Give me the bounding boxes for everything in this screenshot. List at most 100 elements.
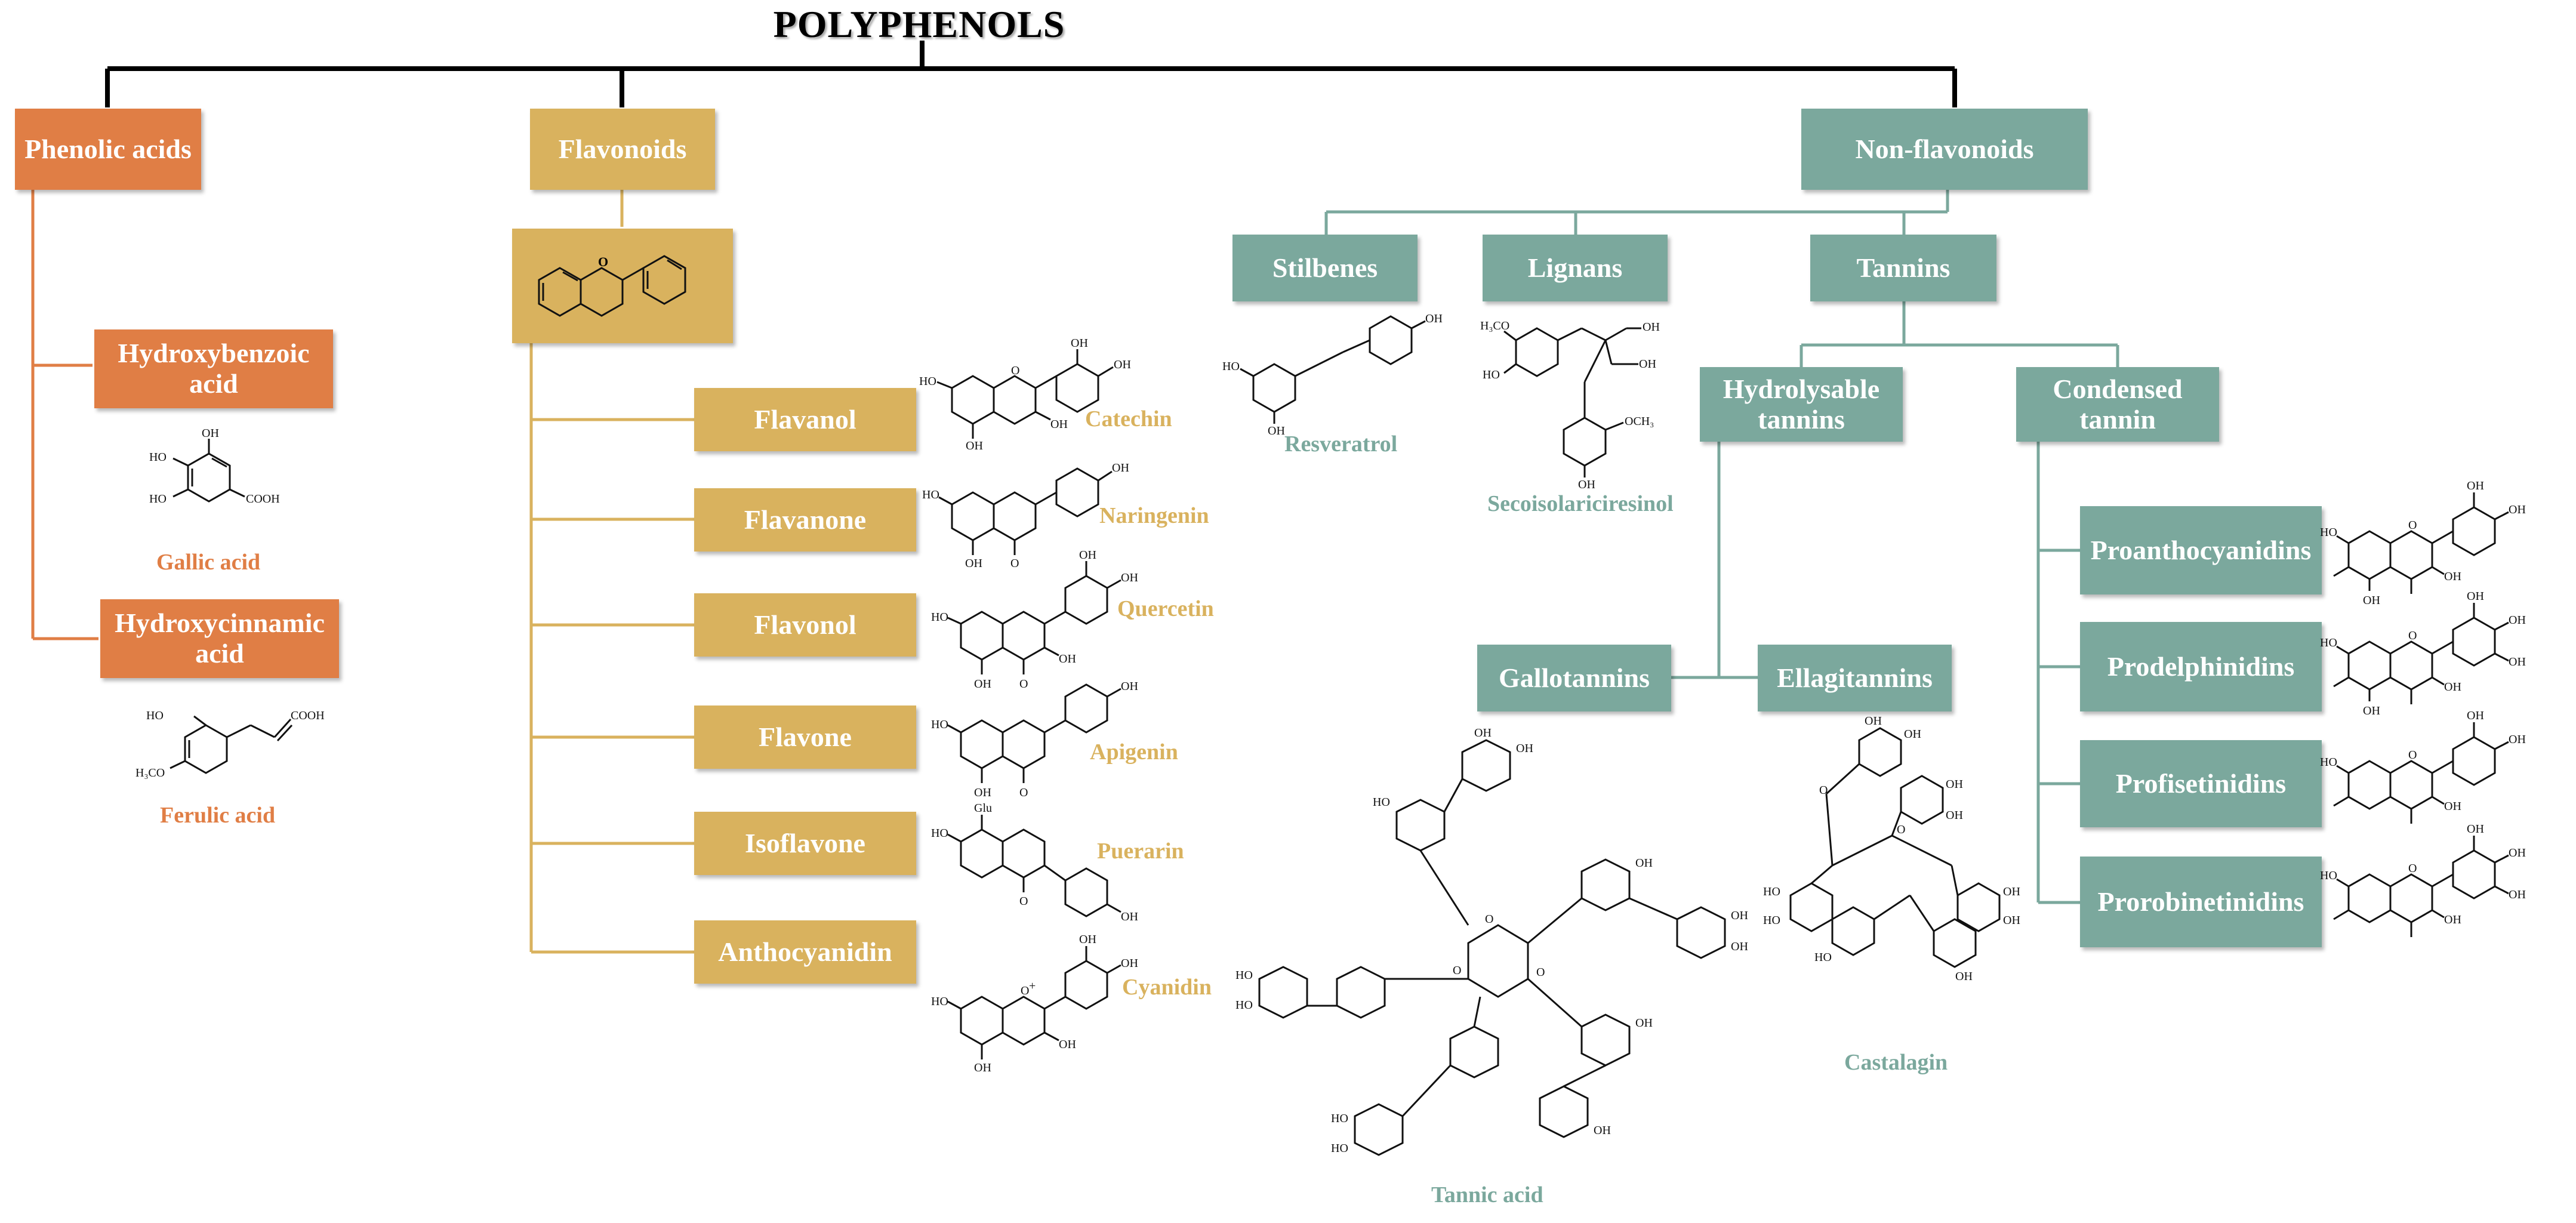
proanthocyanidins-box: Proanthocyanidins: [2080, 506, 2322, 594]
svg-text:O: O: [1010, 557, 1019, 570]
hydroxybenzoic-acid-box: Hydroxybenzoic acid: [94, 329, 333, 408]
nonflavonoid-connectors: [1324, 190, 2119, 904]
svg-text:HO: HO: [149, 451, 167, 464]
svg-text:+: +: [1029, 979, 1036, 993]
svg-text:OH: OH: [1635, 857, 1653, 870]
svg-text:OH: OH: [1112, 461, 1129, 475]
svg-text:HO: HO: [1222, 360, 1240, 373]
svg-text:HO: HO: [2320, 636, 2337, 649]
svg-text:OH: OH: [1059, 1038, 1076, 1051]
svg-text:OH: OH: [1594, 1124, 1611, 1137]
puerarin-label: Puerarin: [1097, 839, 1184, 864]
svg-text:OH: OH: [974, 677, 991, 691]
svg-text:OH: OH: [1946, 809, 1963, 822]
svg-text:HO: HO: [1235, 969, 1253, 982]
svg-text:HO: HO: [2320, 869, 2337, 882]
svg-text:HO: HO: [1331, 1142, 1348, 1155]
hydroxycinnamic-acid-box: Hydroxycinnamic acid: [100, 599, 339, 678]
flavonoid-connectors: [529, 190, 694, 954]
svg-text:OH: OH: [1731, 940, 1748, 953]
svg-text:O: O: [1453, 964, 1461, 977]
phenolic-acids-box: Phenolic acids: [15, 109, 201, 190]
svg-text:OH: OH: [1955, 970, 1973, 983]
svg-text:O: O: [1019, 895, 1028, 908]
svg-text:OH: OH: [1050, 418, 1068, 431]
svg-text:OH: OH: [2467, 590, 2484, 603]
svg-text:COOH: COOH: [291, 709, 325, 722]
svg-text:H₃CO: H₃CO: [135, 766, 165, 780]
resveratrol-label: Resveratrol: [1284, 432, 1398, 457]
svg-text:O: O: [1897, 823, 1905, 836]
flavan-core-box: O: [512, 229, 733, 343]
svg-text:OH: OH: [1079, 933, 1096, 946]
catechin-label: Catechin: [1085, 406, 1172, 432]
svg-text:OH: OH: [1425, 312, 1443, 325]
svg-text:OH: OH: [2444, 680, 2461, 694]
svg-text:HO: HO: [931, 718, 948, 731]
svg-text:HO: HO: [1331, 1112, 1348, 1125]
svg-text:OH: OH: [966, 439, 983, 452]
svg-text:O: O: [2408, 748, 2417, 762]
svg-text:O: O: [1019, 786, 1028, 799]
anthocyanidin-box: Anthocyanidin: [694, 920, 916, 984]
castalagin-label: Castalagin: [1844, 1050, 1948, 1075]
svg-text:OH: OH: [974, 786, 991, 799]
svg-text:HO: HO: [2320, 756, 2337, 769]
svg-text:H₃CO: H₃CO: [1480, 319, 1509, 332]
flavanol-box: Flavanol: [694, 388, 916, 451]
svg-text:OH: OH: [1114, 358, 1131, 371]
hydrolysable-tannins-box: Hydrolysable tannins: [1700, 367, 1903, 442]
svg-text:HO: HO: [149, 492, 167, 506]
svg-text:OH: OH: [1121, 957, 1138, 970]
svg-text:OH: OH: [2467, 709, 2484, 722]
svg-text:OH: OH: [2363, 704, 2380, 717]
gallic-acid-label: Gallic acid: [156, 550, 261, 575]
apigenin-label: Apigenin: [1090, 740, 1178, 765]
tannic-acid-label: Tannic acid: [1431, 1182, 1543, 1207]
svg-text:OH: OH: [1079, 549, 1096, 562]
ellagitannins-box: Ellagitannins: [1758, 645, 1952, 711]
svg-text:O: O: [1021, 984, 1029, 997]
svg-text:OH: OH: [1639, 358, 1656, 371]
svg-text:O: O: [1485, 913, 1493, 926]
gallotannins-box: Gallotannins: [1477, 645, 1671, 711]
svg-text:HO: HO: [1483, 368, 1500, 381]
svg-text:OH: OH: [2003, 885, 2020, 898]
svg-text:COOH: COOH: [246, 492, 280, 506]
flavanone-box: Flavanone: [694, 488, 916, 552]
svg-text:OH: OH: [2509, 614, 2526, 627]
svg-text:OH: OH: [2509, 888, 2526, 901]
svg-text:OH: OH: [1121, 910, 1138, 923]
svg-text:HO: HO: [931, 611, 948, 624]
svg-text:O: O: [598, 254, 608, 269]
svg-text:OH: OH: [2444, 800, 2461, 813]
svg-text:OH: OH: [2444, 570, 2461, 583]
non-flavonoids-box: Non-flavonoids: [1801, 109, 2088, 190]
svg-text:O: O: [1011, 364, 1019, 377]
flavonol-box: Flavonol: [694, 593, 916, 657]
svg-text:OH: OH: [2444, 913, 2461, 926]
root-connectors: [105, 41, 1957, 107]
svg-text:OH: OH: [1071, 337, 1088, 350]
lignans-box: Lignans: [1483, 235, 1668, 301]
flavonoids-box: Flavonoids: [530, 109, 715, 190]
tannins-box: Tannins: [1810, 235, 1996, 301]
svg-text:OH: OH: [2509, 503, 2526, 516]
svg-text:OH: OH: [1635, 1016, 1653, 1030]
naringenin-label: Naringenin: [1099, 503, 1209, 528]
svg-text:OH: OH: [2509, 846, 2526, 860]
gallic-acid-structure: OH HO HO COOH: [149, 427, 280, 506]
svg-text:OH: OH: [974, 1061, 991, 1074]
svg-text:HO: HO: [1763, 914, 1780, 927]
svg-text:OH: OH: [1578, 478, 1595, 491]
